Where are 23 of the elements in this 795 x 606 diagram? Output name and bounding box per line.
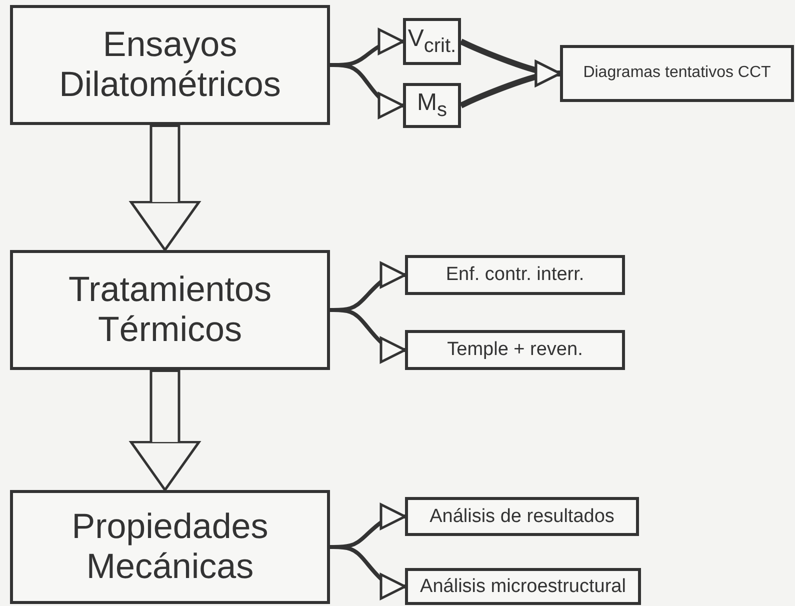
arrow [330, 545, 406, 600]
process-box [10, 250, 330, 370]
box-label: Propiedades Mecánicas [70, 506, 270, 588]
process-box [403, 83, 461, 128]
arrow [330, 63, 404, 119]
process-box [560, 45, 794, 102]
box-label: Temple + reven. [447, 339, 583, 361]
box-label: Análisis microestructural [420, 576, 626, 598]
arrow [330, 308, 406, 364]
process-box [405, 255, 625, 295]
box-label: Diagramas tentativos CCT [583, 64, 771, 83]
process-box [405, 568, 641, 605]
box-label: V$_{crit.}$ [408, 25, 456, 58]
box-label: Enf. contr. interr. [446, 264, 584, 286]
box-label: Tratamientos Térmicos [68, 270, 272, 350]
process-box [10, 490, 330, 604]
process-box [10, 5, 330, 125]
box-label: Análisis de resultados [430, 506, 614, 528]
box-label: Ensayos Dilatométricos [58, 24, 282, 106]
process-box [403, 18, 461, 65]
process-box [405, 497, 639, 536]
box-label: M$_{s}$ [417, 89, 447, 122]
process-box [405, 330, 625, 370]
